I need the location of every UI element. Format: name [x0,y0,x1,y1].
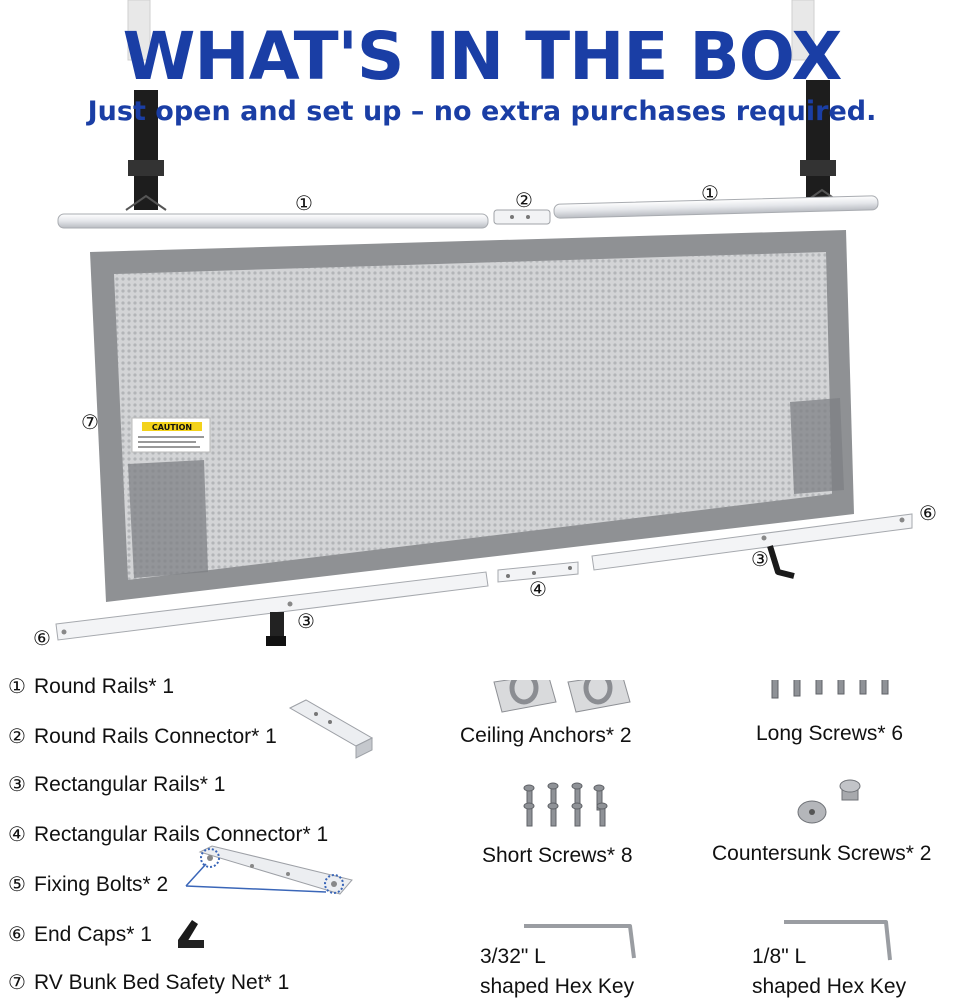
round-rail-left [57,213,489,229]
countersunk-screws-label: Countersunk Screws* 2 [712,842,932,865]
list-item-label: Fixing Bolts* 2 [34,873,169,896]
list-item-label: RV Bunk Bed Safety Net* 1 [34,971,290,994]
rectangular-rails-connector [497,561,579,583]
page-subtitle: Just open and set up – no extra purchase… [87,96,877,127]
callout-rect-connector: ④ [529,577,547,601]
callout-end-cap-left: ⑥ [33,626,51,650]
hex-key-small-image [524,924,636,959]
list-item-label: End Caps* 1 [34,923,152,946]
caution-label: CAUTION [131,417,211,453]
round-rails-connector [493,209,551,225]
countersunk-screws-image [797,779,861,824]
callout-end-cap-right: ⑥ [919,501,937,525]
list-item-label: Rectangular Rails* 1 [34,773,226,796]
long-screws-image [771,680,889,699]
list-item-label: Rectangular Rails Connector* 1 [34,823,329,846]
rectangular-rail-left [55,571,489,646]
product-diagram: CAUTION ① ② ① ⑦ ⑥ ③ ④ ③ ⑥ [33,0,937,650]
long-screws-label: Long Screws* 6 [756,722,904,745]
page-title: WHAT'S IN THE BOX [122,18,843,95]
rect-connector-with-bolts-image [185,845,353,895]
hex-key-large-label: 1/8" L shaped Hex Key [752,945,907,998]
callout-round-rail-right: ① [701,181,719,205]
callout-rect-rail-left: ③ [297,609,315,633]
strap-right [791,0,843,205]
hex-key-large-image [784,920,892,961]
round-rail-right [553,195,879,219]
ceiling-anchors-image [493,680,631,713]
callout-round-connector: ② [515,188,533,212]
rectangular-rail-right [591,513,913,579]
callout-round-rail-left: ① [295,191,313,215]
hex-key-small-label: 3/32" L shaped Hex Key [480,945,635,998]
end-cap-image [178,920,204,948]
list-item-label: Round Rails Connector* 1 [34,725,277,748]
list-item-label: Round Rails* 1 [34,675,175,698]
svg-text:CAUTION: CAUTION [152,423,192,432]
parts-illustrations [178,680,892,961]
short-screws-image [523,782,608,827]
strap-left [125,0,167,211]
callout-safety-net: ⑦ [81,410,99,434]
safety-net: CAUTION [90,230,854,602]
short-screws-label: Short Screws* 8 [482,844,633,867]
callout-rect-rail-right: ③ [751,547,769,571]
round-rails-connector-image [288,699,374,759]
ceiling-anchors-label: Ceiling Anchors* 2 [460,724,632,747]
